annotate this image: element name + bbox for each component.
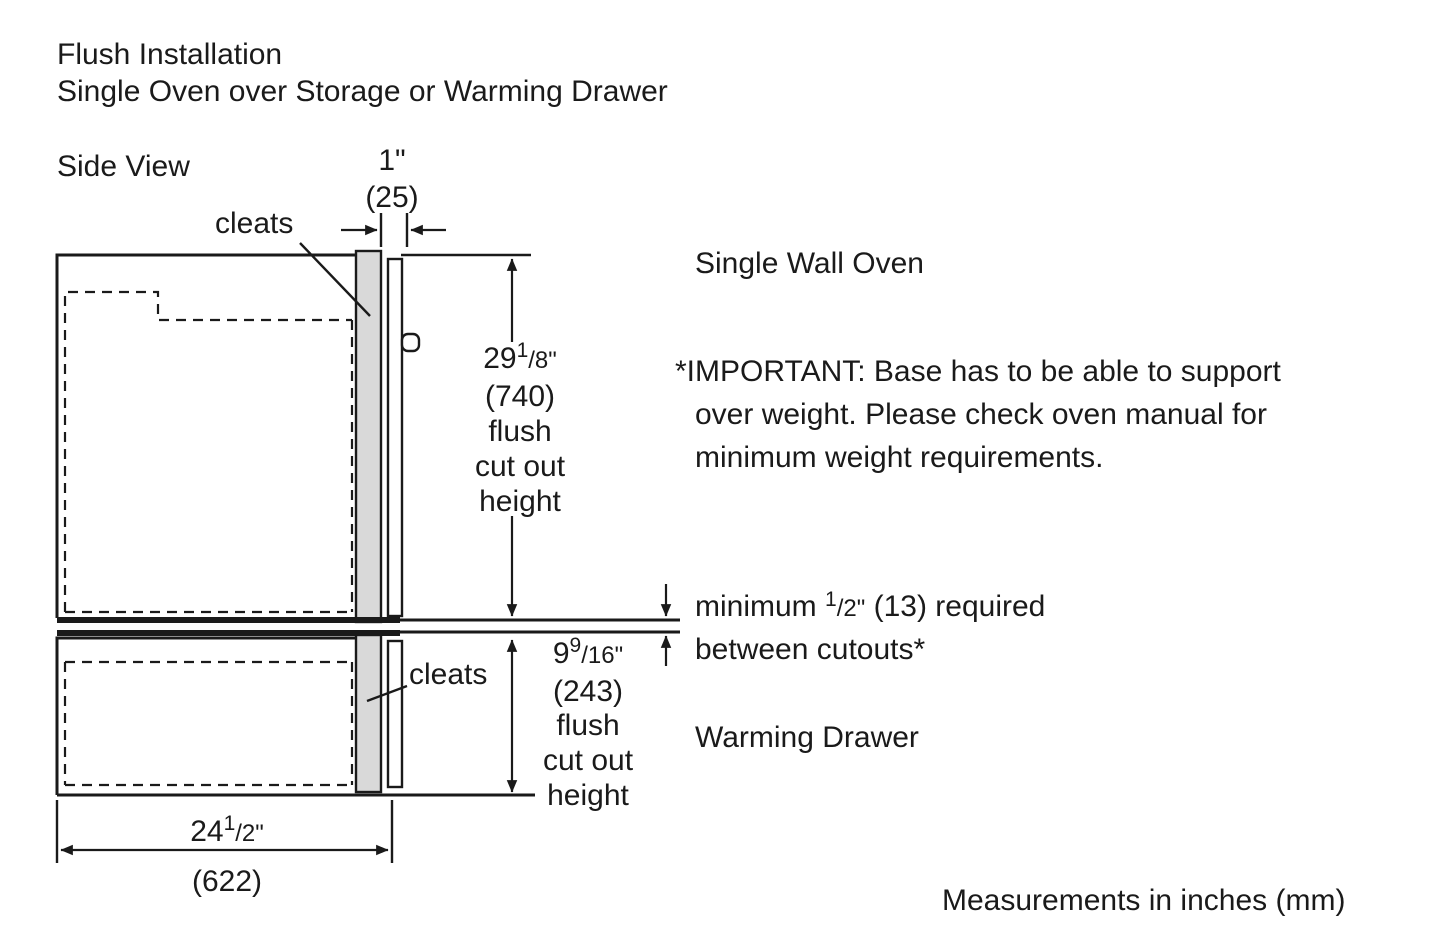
cleats-label-upper: cleats — [215, 207, 293, 240]
oven-cavity-dashed-outline — [63, 290, 354, 614]
cleat-width-mm: (25) — [365, 181, 418, 214]
drawer-cavity-dashed-outline — [63, 660, 354, 787]
cleat-width-inches: 1" — [378, 144, 405, 177]
cabinet-width-mm: (622) — [192, 865, 262, 898]
important-note-line1: *IMPORTANT: Base has to be able to suppo… — [675, 355, 1282, 388]
measurements-footer-note: Measurements in inches (mm) — [942, 884, 1345, 917]
oven-cabinet-outline — [55, 253, 356, 618]
cleat-width-extension-ticks — [379, 213, 409, 247]
title-line2: Single Oven over Storage or Warming Draw… — [57, 75, 668, 108]
title-line1: Flush Installation — [57, 38, 282, 71]
important-note-line3: minimum weight requirements. — [695, 441, 1103, 474]
oven-cutout-note2: cut out — [475, 450, 566, 483]
lower-cleat-bar — [354, 633, 383, 794]
gap-requirement-line1: minimum 1/2" (13) required — [695, 588, 1045, 623]
oven-cutout-note1: flush — [488, 415, 551, 448]
gap-requirement-line2: between cutouts* — [695, 633, 925, 666]
oven-door-handle — [400, 332, 421, 353]
upper-cleats-leader-line — [299, 242, 371, 317]
drawer-cutout-note1: flush — [556, 709, 619, 742]
drawer-front-panel — [386, 639, 404, 789]
single-wall-oven-label: Single Wall Oven — [695, 247, 924, 280]
oven-cutout-mm: (740) — [485, 380, 555, 413]
oven-cutout-note3: height — [479, 485, 561, 518]
drawer-cutout-note2: cut out — [543, 744, 634, 777]
cabinet-width-dimension: 241/2" — [190, 812, 264, 848]
side-view-label: Side View — [57, 150, 190, 183]
drawer-cutout-dimension: 99/16" — [553, 634, 623, 670]
drawer-cutout-note3: height — [547, 779, 629, 812]
oven-door-panel — [386, 257, 404, 618]
warming-drawer-label: Warming Drawer — [695, 721, 919, 754]
drawer-cabinet-outline — [55, 636, 535, 797]
cutout-separator — [57, 617, 680, 636]
important-note-line2: over weight. Please check oven manual fo… — [695, 398, 1267, 431]
drawer-cutout-mm: (243) — [553, 675, 623, 708]
lower-cleats-leader-line — [366, 684, 408, 703]
cleats-label-lower: cleats — [409, 658, 487, 691]
oven-cutout-dimension: 291/8" — [483, 339, 557, 375]
